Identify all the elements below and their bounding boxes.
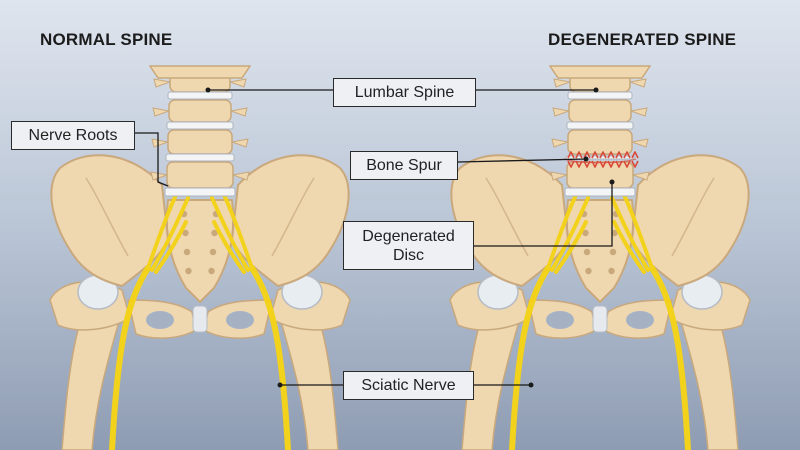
normal-transverse-process [154, 79, 170, 87]
degenerated-transverse-process [631, 108, 647, 116]
degenerated-pelvis [450, 66, 750, 450]
degenerated-right-obturator [626, 311, 654, 329]
degenerated-left-obturator [546, 311, 574, 329]
degenerated-vertebra [568, 130, 632, 154]
degenerated-spine-heading: DEGENERATED SPINE [548, 30, 736, 50]
normal-intervertebral-disc [168, 92, 232, 99]
normal-transverse-process [231, 108, 247, 116]
degenerated-transverse-process [633, 172, 649, 180]
normal-sacral-foramen [185, 268, 191, 274]
normal-vertebra [167, 162, 233, 188]
degenerated-disc-leader-dot [610, 180, 615, 185]
degenerated-sacral-foramen [608, 268, 614, 274]
normal-sacral-foramen [210, 249, 216, 255]
lumbar-leader-dot [206, 88, 211, 93]
degenerated-disc-label: Degenerated Disc [343, 221, 474, 270]
degenerated-sacral-foramen [585, 268, 591, 274]
normal-intervertebral-disc [165, 188, 235, 196]
degenerated-transverse-process [554, 79, 570, 87]
normal-transverse-process [152, 139, 168, 147]
normal-pubic-symphysis [193, 306, 207, 332]
degenerated-sacral-foramen [584, 249, 590, 255]
normal-upper-vertebra [150, 66, 250, 78]
normal-intervertebral-disc [166, 154, 234, 161]
degenerated-transverse-process [630, 79, 646, 87]
lumbar-leader-dot [594, 88, 599, 93]
degenerated-sacral-foramen [610, 249, 616, 255]
normal-sacral-foramen [208, 268, 214, 274]
degenerated-intervertebral-disc [567, 122, 633, 129]
bone-spur-leader-dot [584, 157, 589, 162]
normal-vertebra [168, 130, 232, 154]
degenerated-intervertebral-disc [565, 188, 635, 196]
sciatic-nerve-label: Sciatic Nerve [343, 371, 474, 400]
bone-spur-label: Bone Spur [350, 151, 458, 180]
normal-transverse-process [151, 172, 167, 180]
sciatic-leader-dot [278, 383, 283, 388]
degenerated-upper-vertebra [550, 66, 650, 78]
normal-vertebra [169, 100, 231, 122]
degenerated-sacrum [567, 200, 633, 302]
normal-transverse-process [230, 79, 246, 87]
degenerated-transverse-process [551, 172, 567, 180]
normal-intervertebral-disc [167, 122, 233, 129]
degenerated-vertebra [569, 100, 631, 122]
normal-left-obturator [146, 311, 174, 329]
degenerated-transverse-process [632, 139, 648, 147]
normal-right-obturator [226, 311, 254, 329]
degenerated-intervertebral-disc [568, 92, 632, 99]
nerve-roots-label: Nerve Roots [11, 121, 135, 150]
normal-sacrum [167, 200, 233, 302]
normal-spine-heading: NORMAL SPINE [40, 30, 172, 50]
degenerated-vertebra [567, 162, 633, 188]
degenerated-transverse-process [552, 139, 568, 147]
degenerated-transverse-process [553, 108, 569, 116]
normal-transverse-process [233, 172, 249, 180]
normal-sacral-foramen [184, 249, 190, 255]
lumbar-spine-label: Lumbar Spine [333, 78, 476, 107]
normal-transverse-process [153, 108, 169, 116]
normal-transverse-process [232, 139, 248, 147]
sciatic-leader-dot [529, 383, 534, 388]
degenerated-pubic-symphysis [593, 306, 607, 332]
